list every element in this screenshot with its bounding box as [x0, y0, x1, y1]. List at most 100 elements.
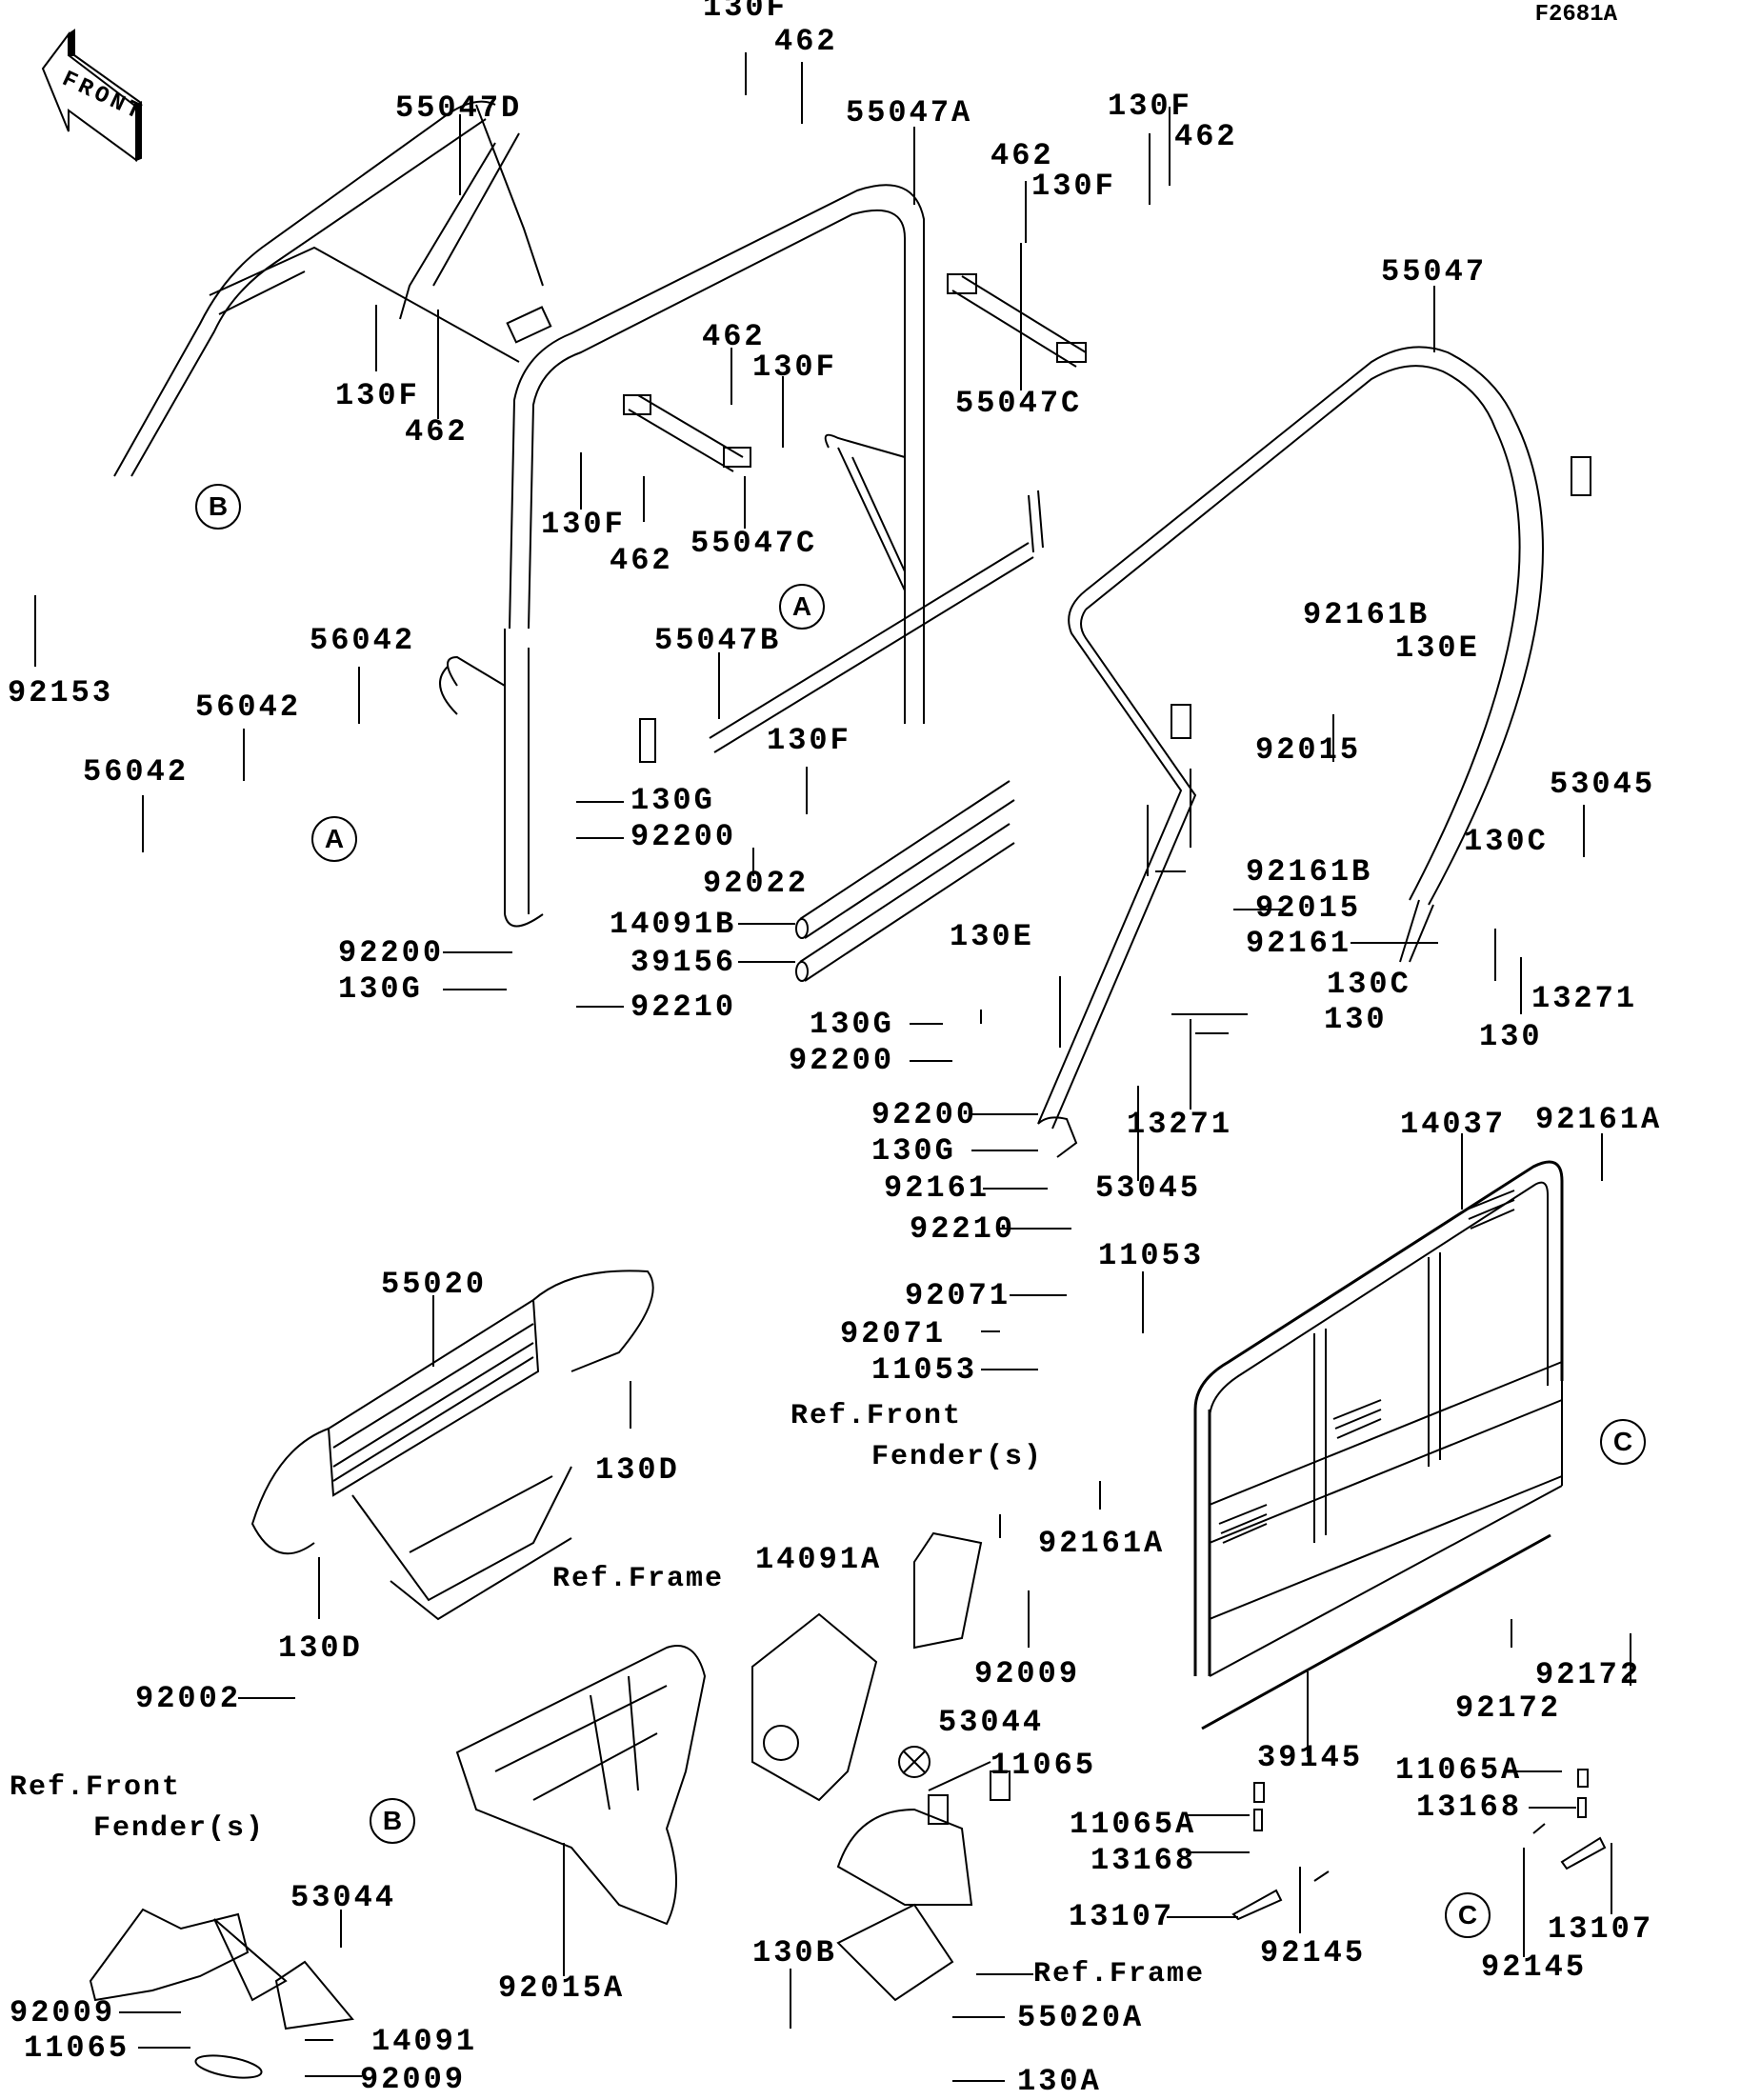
part-label: 92161A [1535, 1102, 1663, 1137]
cross-member-55047C [623, 273, 1087, 472]
roll-cage-front-55047D [113, 100, 552, 477]
part-label: 39156 [630, 945, 737, 980]
part-label: 92200 [871, 1097, 978, 1132]
part-label: 130G [810, 1007, 894, 1042]
bar-55047B [639, 490, 1044, 763]
part-label: 13168 [1091, 1843, 1197, 1878]
figure-code: F2681A [1534, 2, 1617, 28]
part-label: 14091B [610, 907, 737, 942]
part-label: 462 [991, 138, 1054, 173]
part-label: 130A [1017, 2064, 1102, 2099]
part-label: 130F [767, 723, 851, 758]
ref-frame-label: Ref.Frame [1033, 1958, 1206, 1990]
part-label: 130 [1479, 1019, 1543, 1054]
tubes-14091B-39156 [795, 780, 1015, 982]
part-label: 11053 [871, 1352, 978, 1388]
part-label: 56042 [310, 623, 416, 658]
part-label: 13271 [1531, 981, 1638, 1016]
front-guard-55020 [250, 1270, 654, 1621]
part-label: 55047B [654, 623, 782, 658]
part-label: 92009 [974, 1656, 1081, 1691]
part-label: 92009 [360, 2062, 467, 2097]
frame-reference [455, 1645, 707, 1926]
part-label: 14091A [755, 1542, 883, 1577]
part-label: 462 [1174, 119, 1238, 154]
part-label: 92015 [1255, 890, 1362, 926]
part-label: 462 [702, 319, 766, 354]
part-label: 55020A [1017, 2000, 1145, 2035]
part-label: 92015 [1255, 732, 1362, 768]
leader-lines [34, 52, 1631, 2082]
part-label: 92071 [905, 1278, 1011, 1313]
part-label: 130F [335, 378, 420, 413]
part-label: 11065 [24, 2030, 130, 2066]
mesh-panel [1218, 1190, 1515, 1544]
part-label: 39145 [1257, 1740, 1364, 1775]
part-label: 13107 [1069, 1899, 1175, 1934]
part-label: 130F [1031, 169, 1116, 204]
part-label: 130D [278, 1630, 363, 1666]
ref-front-fender-label: Ref.Front [10, 1771, 182, 1804]
part-label: 92200 [789, 1043, 895, 1078]
ref-front-fender-label: Fender(s) [871, 1441, 1044, 1473]
roll-cage-rear-55047 [1037, 346, 1591, 1158]
part-label: 92153 [8, 675, 114, 710]
callout-b: B [195, 484, 241, 530]
part-label: 92161 [1246, 926, 1352, 961]
part-label: 14091 [371, 2024, 478, 2059]
callout-c: C [1600, 1419, 1646, 1465]
part-label: 92009 [10, 1995, 116, 2030]
part-label: 130C [1327, 967, 1411, 1002]
part-label: 92161B [1246, 854, 1373, 890]
part-label: 130G [338, 971, 423, 1007]
callout-a: A [311, 816, 357, 862]
roll-cage-middle-55047A [439, 184, 925, 928]
part-label: 130F [752, 350, 837, 385]
pins-latches [1231, 1769, 1607, 1921]
part-label: 130 [1324, 1002, 1388, 1037]
part-label: 56042 [195, 690, 302, 725]
part-label: 130B [752, 1935, 837, 1970]
part-label: 130F [1108, 89, 1192, 124]
part-label: 130F [703, 0, 788, 25]
part-label: 130G [871, 1133, 956, 1169]
part-label: 13271 [1127, 1107, 1233, 1142]
part-label: 53045 [1095, 1170, 1202, 1206]
part-label: 92071 [840, 1316, 947, 1351]
part-label: 130E [950, 919, 1034, 954]
part-label: 130E [1395, 630, 1480, 666]
ref-front-fender-label: Fender(s) [93, 1812, 266, 1845]
part-label: 11065A [1395, 1752, 1523, 1788]
part-label: 11065 [991, 1748, 1097, 1783]
part-label: 55020 [381, 1267, 488, 1302]
part-label: 92172 [1535, 1657, 1642, 1692]
part-label: 55047D [395, 90, 523, 126]
part-label: 11065A [1070, 1807, 1197, 1842]
callout-c: C [1445, 1892, 1491, 1938]
part-label: 462 [405, 414, 469, 450]
part-label: 55047A [846, 95, 973, 130]
part-label: 92172 [1455, 1690, 1562, 1726]
part-label: 92200 [338, 935, 445, 970]
part-label: 13168 [1416, 1790, 1523, 1825]
part-label: 92002 [135, 1681, 242, 1716]
front-arrow-icon [41, 29, 142, 162]
part-label: 92161 [884, 1170, 991, 1206]
callout-a: A [779, 584, 825, 630]
part-label: 92210 [910, 1211, 1016, 1247]
part-label: 55047C [955, 386, 1083, 421]
part-label: 56042 [83, 754, 190, 790]
part-label: 92200 [630, 819, 737, 854]
part-label: 53044 [290, 1880, 397, 1915]
part-label: 55047 [1381, 254, 1488, 290]
part-label: 11053 [1098, 1238, 1205, 1273]
part-label: 53045 [1550, 767, 1656, 802]
part-label: 92015A [498, 1970, 626, 2006]
part-label: 92161B [1303, 597, 1431, 632]
part-label: 130G [630, 783, 715, 818]
seal-strip-39145 [1201, 1533, 1551, 1730]
part-label: 130F [541, 507, 626, 542]
callout-b: B [370, 1798, 415, 1844]
